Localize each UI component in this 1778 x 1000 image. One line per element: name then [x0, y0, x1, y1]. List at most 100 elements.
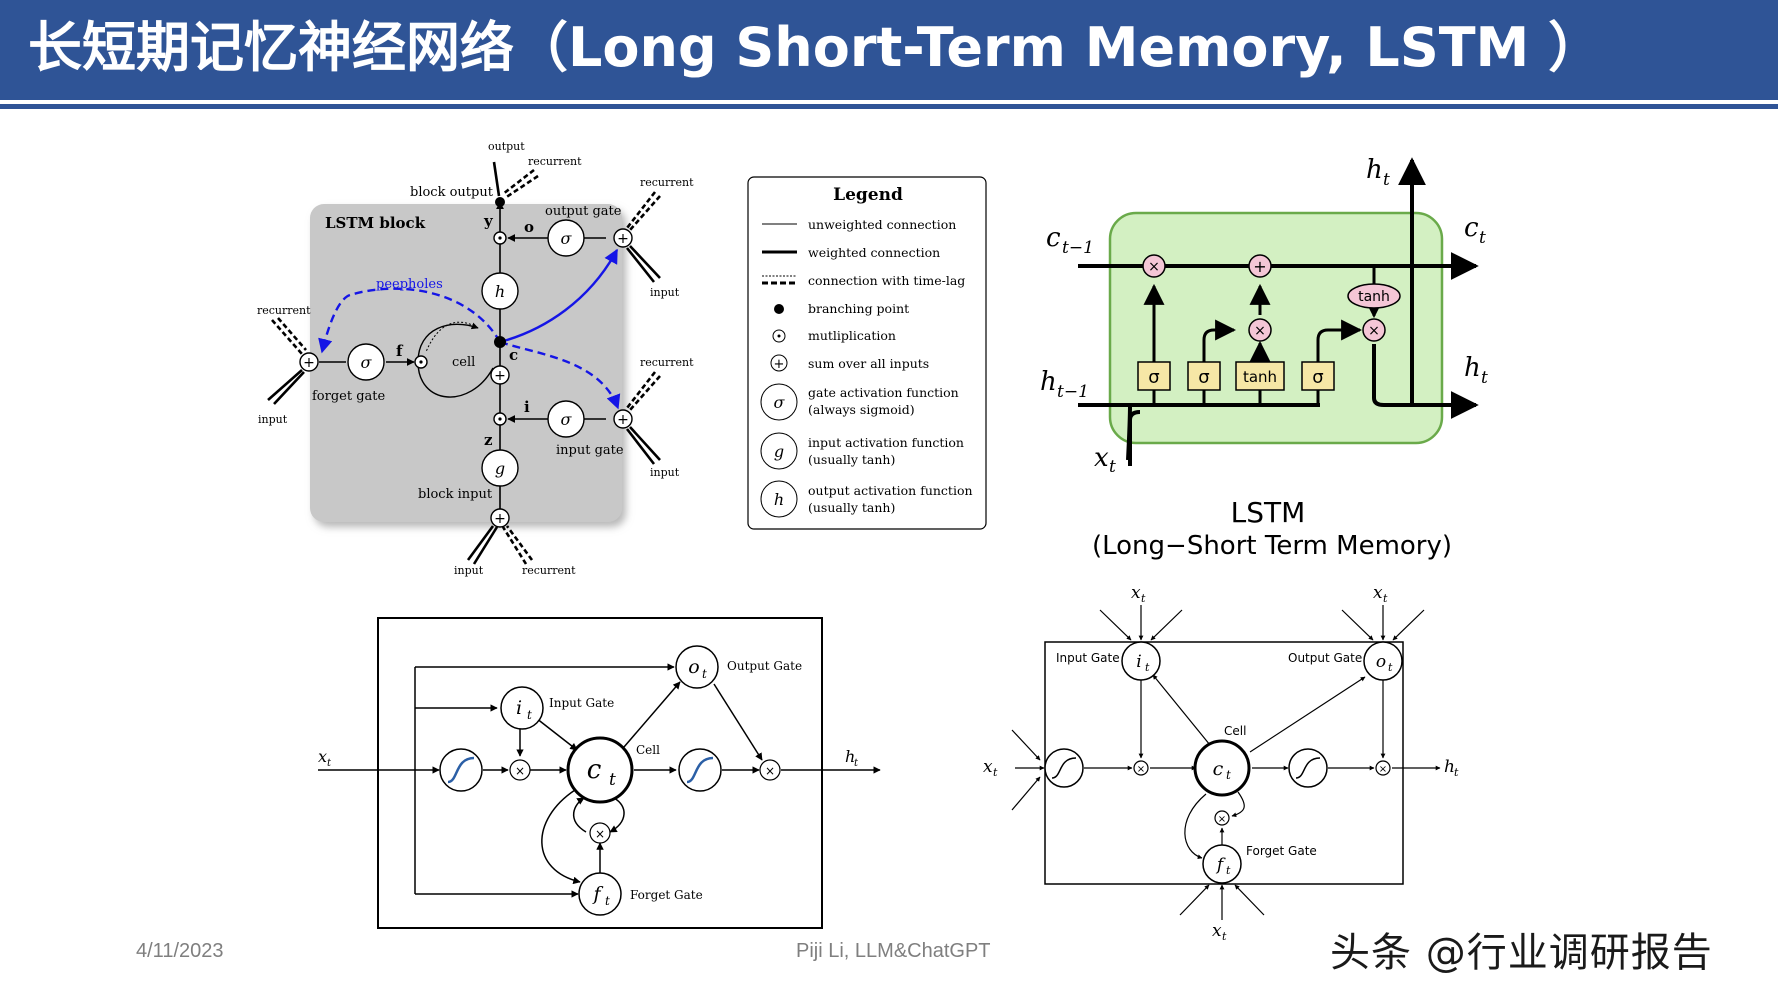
svg-text:input: input	[650, 286, 680, 299]
svg-text:c: c	[1046, 223, 1061, 253]
output-activation-node	[481, 272, 519, 310]
svg-text:input: input	[454, 564, 484, 577]
output-gate-label: Output Gate	[1288, 651, 1362, 665]
svg-text:σ: σ	[561, 229, 573, 248]
svg-text:t−1: t−1	[1062, 238, 1094, 258]
svg-text:σ: σ	[1148, 367, 1159, 388]
svg-text:h: h	[845, 747, 855, 766]
svg-text:(usually tanh): (usually tanh)	[808, 500, 895, 515]
input-squash-node	[439, 748, 483, 792]
forget-gate-label: Forget Gate	[1246, 844, 1317, 858]
output-activation-icon	[760, 480, 798, 518]
cell-label: Cell	[636, 743, 660, 757]
cell-label: cell	[452, 355, 475, 370]
svg-text:×: ×	[515, 764, 525, 778]
svg-text:t: t	[1383, 170, 1390, 190]
svg-text:x: x	[1373, 583, 1383, 603]
svg-text:input: input	[650, 466, 680, 479]
block-input-label: block input	[418, 487, 493, 502]
svg-text:f: f	[396, 342, 404, 360]
svg-text:x: x	[983, 757, 993, 777]
lstm-block-diagram: LSTM block peepholes + g + h	[257, 140, 694, 577]
output-gate-label: output gate	[545, 204, 622, 219]
output-gate-node	[675, 645, 719, 689]
svg-text:×: ×	[765, 764, 775, 778]
svg-text:g: g	[774, 442, 784, 461]
svg-text:σ: σ	[361, 353, 373, 372]
svg-text:branching point: branching point	[808, 301, 909, 316]
branch-point-icon	[774, 304, 784, 314]
input-gate-label: Input Gate	[1056, 651, 1120, 665]
svg-text:h: h	[495, 282, 505, 301]
svg-text:×: ×	[1254, 323, 1266, 339]
svg-text:×: ×	[1148, 259, 1160, 275]
svg-text:x: x	[318, 747, 327, 766]
svg-text:σ: σ	[1312, 367, 1323, 388]
forget-gate-node	[347, 343, 385, 381]
svg-text:y: y	[483, 212, 494, 230]
legend: Legend unweighted connection weighted co…	[747, 176, 987, 530]
svg-text:h: h	[1464, 353, 1481, 383]
svg-text:h: h	[1444, 757, 1455, 777]
svg-text:t: t	[1226, 768, 1231, 782]
footer-author: Piji Li, LLM&ChatGPT	[796, 940, 991, 962]
svg-text:×: ×	[1379, 764, 1387, 775]
svg-text:t: t	[327, 758, 332, 769]
svg-text:σ: σ	[774, 393, 786, 412]
legend-title: Legend	[833, 185, 903, 205]
input-multiply-op	[1248, 318, 1272, 342]
svg-text:×: ×	[1137, 764, 1145, 775]
svg-text:tanh: tanh	[1243, 368, 1277, 386]
svg-text:g: g	[495, 459, 505, 478]
lstm-caption-sub: (Long−Short Term Memory)	[1092, 531, 1452, 561]
forget-multiply-op	[1142, 254, 1166, 278]
gate-activation-icon	[760, 383, 798, 421]
svg-text:connection with time-lag: connection with time-lag	[808, 273, 965, 288]
lstm-gates-diagram-left: × c t × i t o t × f t x t h t Input Gate…	[318, 617, 881, 929]
watermark: 头条 @行业调研报告	[1330, 930, 1713, 976]
svg-text:sum over all inputs: sum over all inputs	[808, 356, 929, 371]
svg-text:c: c	[1213, 758, 1224, 780]
svg-text:x: x	[1131, 583, 1141, 603]
forget-gate-label: forget gate	[312, 389, 386, 404]
forget-gate-label: Forget Gate	[630, 888, 703, 902]
svg-text:f: f	[1215, 855, 1226, 875]
svg-text:t: t	[993, 766, 998, 779]
cell-label: Cell	[1224, 724, 1246, 738]
svg-text:unweighted connection: unweighted connection	[808, 217, 956, 232]
svg-text:t: t	[609, 770, 616, 790]
output-gate-node	[547, 219, 585, 257]
output-gate-node	[1363, 641, 1403, 681]
svg-text:weighted connection: weighted connection	[808, 245, 940, 260]
svg-text:t: t	[1481, 368, 1488, 388]
lstm-cell-colah-diagram: σ σ tanh σ × + × × tanh c t−1 c t h t−1 …	[1040, 155, 1488, 561]
svg-text:h: h	[1040, 367, 1057, 397]
forget-gate-node	[578, 872, 622, 916]
input-gate-label: Input Gate	[549, 696, 614, 710]
input-activation-icon	[760, 432, 798, 470]
svg-text:o: o	[1376, 652, 1386, 672]
cell-node	[1193, 739, 1251, 797]
svg-text:(always sigmoid): (always sigmoid)	[808, 402, 915, 417]
svg-text:recurrent: recurrent	[640, 356, 694, 369]
svg-text:x: x	[1094, 443, 1109, 473]
svg-text:σ: σ	[561, 410, 573, 429]
svg-text:t−1: t−1	[1057, 382, 1089, 402]
svg-text:t: t	[527, 708, 532, 722]
svg-text:×: ×	[595, 827, 605, 841]
tanh-op	[1347, 283, 1401, 309]
lstm-gates-diagram-right: × c t × × i t o t f t x t h t x t x t x …	[983, 583, 1459, 943]
svg-text:+: +	[617, 231, 629, 247]
output-squash-node	[678, 748, 722, 792]
title-divider	[0, 104, 1778, 109]
svg-text:t: t	[1226, 864, 1231, 877]
svg-text:t: t	[1141, 592, 1146, 605]
svg-text:mutliplication: mutliplication	[808, 328, 896, 343]
lstm-caption: LSTM	[1231, 496, 1306, 529]
lstm-block-background	[310, 204, 622, 522]
block-output-label: block output	[410, 185, 494, 200]
svg-text:t: t	[605, 894, 610, 908]
svg-text:i: i	[1136, 652, 1141, 672]
svg-text:f: f	[591, 883, 603, 905]
